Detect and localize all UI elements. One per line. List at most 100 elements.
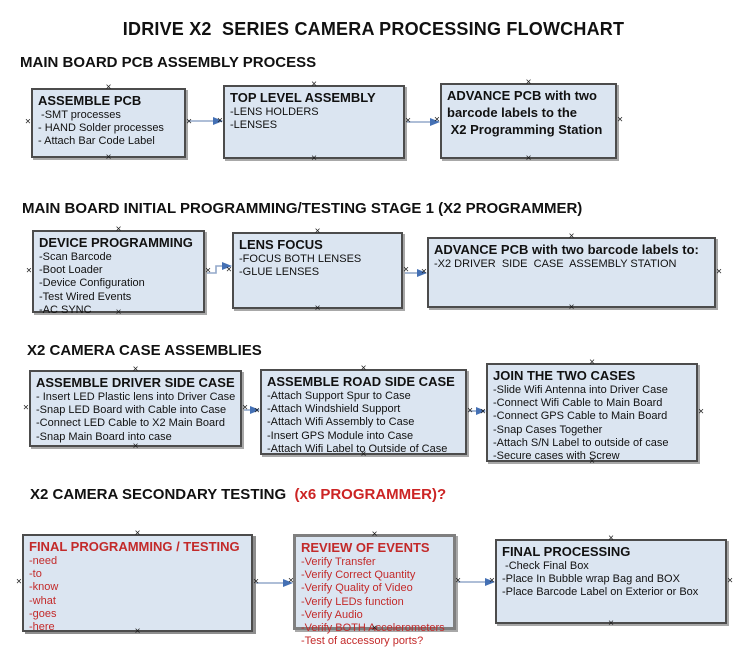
box-item: -Verify Quality of Video bbox=[301, 582, 413, 595]
box-item: -Attach Wifi Assembly to Case bbox=[267, 416, 415, 429]
anchor-icon: × bbox=[16, 576, 22, 588]
box-item: -Verify Correct Quantity bbox=[301, 569, 416, 582]
box-item: -Attach Support Spur to Case bbox=[267, 390, 411, 402]
box-item: -Device Configuration bbox=[39, 277, 145, 290]
anchor-icon: × bbox=[105, 152, 112, 163]
flow-box-join-the-two-cases[interactable]: JOIN THE TWO CASES -Slide Wifi Antenna i… bbox=[480, 358, 704, 467]
flow-box-final-programming-testing[interactable]: FINAL PROGRAMMING / TESTING -need -to -k… bbox=[16, 529, 259, 637]
box-item: -SMT processes bbox=[38, 109, 121, 121]
anchor-icon: × bbox=[226, 264, 232, 275]
box-title: REVIEW OF EVENTS bbox=[301, 540, 430, 555]
anchor-icon: × bbox=[25, 116, 31, 128]
box-item: -Secure cases with Screw bbox=[493, 450, 620, 463]
box-item: -Slide Wifi Antenna into Driver Case bbox=[493, 384, 668, 396]
anchor-icon: × bbox=[253, 576, 259, 588]
flow-box-assemble-driver-side-case[interactable]: ASSEMBLE DRIVER SIDE CASE - Insert LED P… bbox=[23, 365, 248, 452]
anchor-icon: × bbox=[525, 153, 532, 164]
box-item: -need bbox=[29, 555, 58, 567]
flow-box-lens-focus[interactable]: LENS FOCUS -FOCUS BOTH LENSES -GLUE LENS… bbox=[226, 227, 409, 314]
section-header-initial-programming: MAIN BOARD INITIAL PROGRAMMING/TESTING S… bbox=[22, 200, 582, 217]
flow-box-advance-pcb-programming-station[interactable]: ADVANCE PCB with two barcode labels to t… bbox=[434, 78, 623, 164]
anchor-icon: × bbox=[205, 265, 211, 276]
flow-box-device-programming[interactable]: DEVICE PROGRAMMING -Scan Barcode -Boot L… bbox=[26, 225, 211, 318]
page-title: IDRIVE X2 SERIES CAMERA PROCESSING FLOWC… bbox=[122, 19, 625, 39]
anchor-icon: × bbox=[217, 115, 223, 127]
flow-arrow-road-to-join[interactable] bbox=[468, 407, 486, 415]
box-item: -Snap LED Board with Cable into Case bbox=[36, 404, 227, 417]
flow-box-assemble-road-side-case[interactable]: ASSEMBLE ROAD SIDE CASE -Attach Support … bbox=[254, 364, 473, 460]
flow-arrow-driver-to-road[interactable] bbox=[243, 406, 260, 414]
section-header-text: X2 CAMERA CASE ASSEMBLIES bbox=[27, 342, 262, 359]
anchor-icon: × bbox=[617, 114, 623, 126]
anchor-icon: × bbox=[26, 265, 32, 276]
anchor-icon: × bbox=[489, 575, 495, 586]
box-item: -Place In Bubble wrap Bag and BOX bbox=[502, 573, 680, 586]
box-item: -Test of accessory ports? bbox=[301, 635, 424, 648]
box-title: TOP LEVEL ASSEMBLY bbox=[230, 90, 376, 105]
anchor-icon: × bbox=[405, 115, 411, 127]
anchor-icon: × bbox=[186, 116, 192, 128]
section-header-case-assemblies: X2 CAMERA CASE ASSEMBLIES bbox=[27, 342, 262, 359]
anchor-icon: × bbox=[608, 618, 614, 629]
box-title: FINAL PROGRAMMING / TESTING bbox=[29, 539, 240, 554]
box-item: -Connect GPS Cable to Main Board bbox=[493, 410, 668, 423]
section-header-pcb-assembly: MAIN BOARD PCB ASSEMBLY PROCESS bbox=[20, 54, 316, 71]
section-header-text: MAIN BOARD INITIAL PROGRAMMING/TESTING S… bbox=[22, 200, 583, 217]
box-title: ASSEMBLE PCB bbox=[38, 93, 142, 108]
box-item: - Attach Bar Code Label bbox=[38, 135, 155, 148]
box-item: -Verify BOTH Accelerometers bbox=[301, 622, 445, 635]
flow-box-assemble-pcb[interactable]: ASSEMBLE PCB -SMT processes - HAND Solde… bbox=[25, 83, 192, 163]
box-item: -AC SYNC bbox=[39, 303, 92, 316]
anchor-icon: × bbox=[716, 266, 722, 277]
flow-arrow-lensfocus-to-advance2[interactable] bbox=[404, 269, 427, 277]
box-item: -know bbox=[29, 581, 59, 594]
box-title: LENS FOCUS bbox=[239, 237, 323, 252]
section-header-text: X2 CAMERA SECONDARY TESTING bbox=[30, 486, 295, 503]
box-title: ASSEMBLE ROAD SIDE CASE bbox=[267, 374, 455, 389]
box-item: -FOCUS BOTH LENSES bbox=[239, 253, 362, 265]
anchor-icon: × bbox=[455, 575, 461, 587]
flow-box-review-of-events[interactable]: REVIEW OF EVENTS -Verify Transfer -Verif… bbox=[288, 530, 461, 648]
flow-arrow-pcb-to-toplevel[interactable] bbox=[187, 117, 223, 125]
box-item: -LENSES bbox=[230, 119, 278, 132]
box-title: ADVANCE PCB with two barcode labels to: bbox=[434, 242, 699, 257]
box-item: -Insert GPS Module into Case bbox=[267, 429, 414, 442]
flow-box-advance-pcb-driver-side-station[interactable]: ADVANCE PCB with two barcode labels to: … bbox=[421, 232, 722, 313]
box-item: -Verify Audio bbox=[301, 608, 363, 621]
box-title: DEVICE PROGRAMMING bbox=[39, 235, 193, 250]
anchor-icon: × bbox=[242, 402, 248, 413]
anchor-icon: × bbox=[434, 114, 440, 126]
anchor-icon: × bbox=[727, 575, 733, 586]
anchor-icon: × bbox=[421, 266, 427, 277]
section-header-secondary-testing: X2 CAMERA SECONDARY TESTING (x6 PROGRAMM… bbox=[30, 486, 446, 503]
anchor-icon: × bbox=[314, 303, 321, 314]
box-item: -what bbox=[29, 594, 56, 607]
box-item: -Snap Cases Together bbox=[493, 423, 603, 436]
box-title: JOIN THE TWO CASES bbox=[493, 368, 636, 383]
flow-box-top-level-assembly[interactable]: TOP LEVEL ASSEMBLY -LENS HOLDERS -LENSES… bbox=[217, 80, 411, 164]
box-item: -Verify LEDs function bbox=[301, 595, 404, 608]
anchor-icon: × bbox=[254, 405, 260, 417]
box-item: - Insert LED Plastic lens into Driver Ca… bbox=[36, 391, 236, 403]
flow-arrow-toplevel-to-advance1[interactable] bbox=[406, 118, 440, 126]
box-title: FINAL PROCESSING bbox=[502, 544, 631, 559]
box-item: -X2 DRIVER SIDE CASE ASSEMBLY STATION bbox=[434, 258, 677, 270]
section-header-text: MAIN BOARD PCB ASSEMBLY PROCESS bbox=[20, 54, 317, 71]
box-item: -Snap Main Board into case bbox=[36, 430, 172, 443]
flow-arrow-review-to-finalproc[interactable] bbox=[457, 578, 495, 586]
anchor-icon: × bbox=[403, 264, 409, 275]
box-item: -Boot Loader bbox=[39, 264, 103, 277]
box-item: -Check Final Box bbox=[502, 560, 589, 572]
box-item: -Connect LED Cable to X2 Main Board bbox=[36, 417, 225, 430]
box-item: -Scan Barcode bbox=[39, 251, 112, 263]
anchor-icon: × bbox=[568, 302, 575, 313]
box-item: -Attach S/N Label to outside of case bbox=[493, 436, 669, 449]
box-item: -here bbox=[29, 621, 55, 634]
box-item: -Test Wired Events bbox=[39, 290, 132, 303]
flow-arrow-deviceprog-to-lensfocus[interactable] bbox=[206, 262, 232, 274]
box-item: -LENS HOLDERS bbox=[230, 106, 319, 118]
box-item: -GLUE LENSES bbox=[239, 266, 320, 279]
flow-box-final-processing[interactable]: FINAL PROCESSING -Check Final Box -Place… bbox=[489, 534, 733, 629]
flow-arrow-finalprog-to-review[interactable] bbox=[254, 579, 293, 587]
